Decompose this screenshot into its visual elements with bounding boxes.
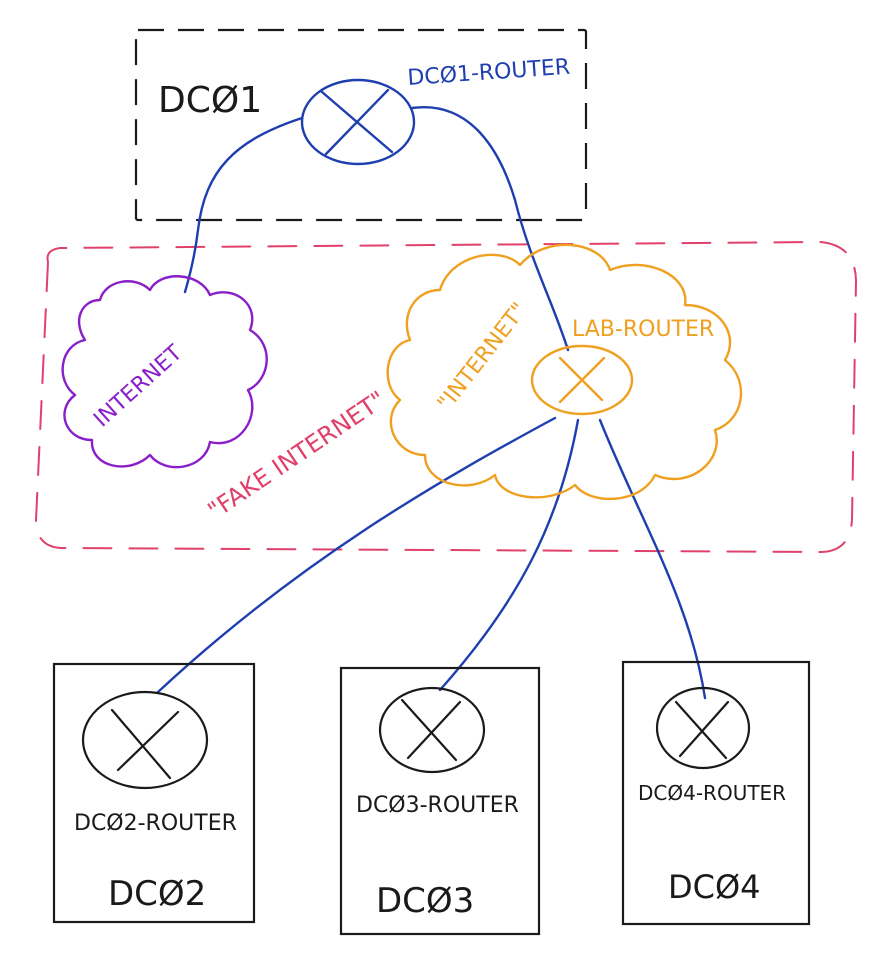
dc02-router-label: DCØ2-ROUTER [74,811,237,836]
link-dc01-internet [183,116,304,294]
fake-internet-label: "FAKE INTERNET" [203,385,391,524]
cloud-icon [386,243,743,501]
lab-router-label: LAB-ROUTER [572,317,714,342]
dc02-site-boundary [52,662,256,924]
dc03-router-label: DCØ3-ROUTER [356,793,519,818]
dc04-site-boundary [621,660,811,926]
dc04-router-label: DCØ4-ROUTER [638,781,786,805]
dc02-site-label: DCØ2 [108,874,206,914]
dc01-site-boundary [134,28,588,222]
dc04-router[interactable] [655,686,751,770]
dc01-router[interactable]: DCØ1-ROUTER [300,55,571,166]
dc03-site: DCØ3-ROUTER DCØ3 [339,666,541,936]
dc02-router[interactable] [81,690,209,790]
dc03-site-boundary [339,666,541,936]
router-icon [530,344,634,416]
link-dc01-lab-router [410,105,570,352]
dc01-site-label: DCØ1 [158,80,262,121]
dc03-router[interactable] [378,686,486,774]
router-icon [378,686,486,774]
cloud-icon [61,275,268,469]
link-lab-router-dc03 [438,418,580,692]
internet-label: INTERNET [89,340,187,432]
lab-internet-cloud: "INTERNET" LAB-ROUTER [386,243,743,501]
dc01-site: DCØ1 [134,28,588,222]
router-icon [300,78,416,166]
fake-internet-boundary [34,240,858,554]
dc03-site-label: DCØ3 [376,881,474,921]
lab-router[interactable] [530,344,634,416]
router-icon [81,690,209,790]
dc01-router-label: DCØ1-ROUTER [407,55,571,91]
lab-internet-label: "INTERNET" [433,298,532,416]
internet-cloud: INTERNET [61,275,268,469]
links [156,105,707,700]
dc02-site: DCØ2-ROUTER DCØ2 [52,662,256,924]
router-icon [655,686,751,770]
link-lab-router-dc02 [156,416,557,694]
dc04-site-label: DCØ4 [668,868,761,906]
link-lab-router-dc04 [598,418,707,700]
dc04-site: DCØ4-ROUTER DCØ4 [621,660,811,926]
